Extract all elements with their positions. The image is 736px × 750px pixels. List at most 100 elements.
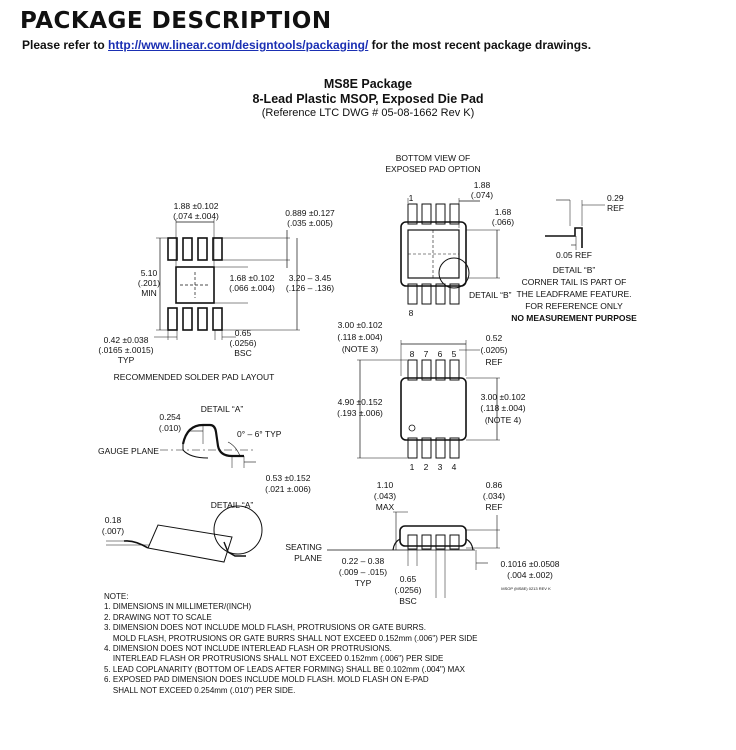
- pin-label: 8: [409, 308, 414, 318]
- dim-label: (.0165 ±.0015): [98, 345, 153, 355]
- package-name: MS8E Package: [323, 77, 413, 91]
- note-line: 1. DIMENSIONS IN MILLIMETER/(INCH): [104, 602, 252, 612]
- detail-b-drawing: [545, 199, 605, 250]
- top-view: [357, 340, 500, 459]
- dim-label: 0.22 – 0.38: [342, 556, 385, 566]
- dim-label: (.009 – .015): [339, 567, 387, 577]
- note-line: MOLD FLASH, PROTRUSIONS OR GATE BURRS SH…: [104, 633, 478, 643]
- dim-label: MAX: [376, 502, 395, 512]
- dim-label: 4.90 ±0.152: [338, 397, 383, 407]
- pin-label: 8: [410, 349, 415, 359]
- dim-label: REF: [607, 203, 624, 213]
- note-line: SHALL NOT EXCEED 0.254mm (.010") PER SID…: [104, 685, 296, 695]
- pin-label: 7: [424, 349, 429, 359]
- detail-a-title: DETAIL “A”: [201, 404, 244, 414]
- pin-label: 6: [438, 349, 443, 359]
- dim-label: (.118 ±.004): [480, 403, 525, 413]
- dim-label: (NOTE 4): [485, 415, 522, 425]
- seating-view: [327, 511, 500, 598]
- bottom-labels: BOTTOM VIEW OF EXPOSED PAD OPTION 1.88 (…: [385, 153, 514, 318]
- dim-label: 1.68: [495, 207, 512, 217]
- seating-labels: 1.10 (.043) MAX 0.86 (.034) REF SEATING …: [285, 480, 559, 606]
- dim-label: 1.68 ±0.102: [230, 273, 275, 283]
- bottom-view: [400, 198, 500, 305]
- dim-label: 1.88: [474, 180, 491, 190]
- dim-label: (.193 ±.006): [337, 408, 383, 418]
- solder-caption: RECOMMENDED SOLDER PAD LAYOUT: [114, 372, 275, 382]
- pin-label: 5: [452, 349, 457, 359]
- view-label: BOTTOM VIEW OF: [396, 153, 470, 163]
- detail-a-callout: DETAIL “A”: [211, 500, 254, 510]
- dim-label: 0.65: [400, 574, 417, 584]
- dim-label: 5.10: [141, 268, 158, 278]
- note-line: 2. DRAWING NOT TO SCALE: [104, 612, 212, 622]
- dim-label: 1.88 ±0.102: [174, 201, 219, 211]
- dim-label: (.021 ±.006): [265, 484, 311, 494]
- dim-label: MIN: [141, 288, 157, 298]
- detail-b-note: THE LEADFRAME FEATURE.: [516, 289, 631, 299]
- dim-label: 0.86: [486, 480, 503, 490]
- view-label: EXPOSED PAD OPTION: [385, 164, 480, 174]
- dim-label: 0.65: [235, 328, 252, 338]
- seating-plane-label: SEATING: [285, 542, 322, 552]
- dim-label: (.035 ±.005): [287, 218, 333, 228]
- detail-b-note: CORNER TAIL IS PART OF: [522, 277, 627, 287]
- package-subtitle: 8-Lead Plastic MSOP, Exposed Die Pad: [252, 92, 484, 106]
- dim-label: 0.1016 ±0.0508: [500, 559, 559, 569]
- pin-label: 1: [410, 462, 415, 472]
- detail-b-note: FOR REFERENCE ONLY: [525, 301, 623, 311]
- dim-label: (.010): [159, 423, 181, 433]
- dim-label: 0.42 ±0.038: [104, 335, 149, 345]
- note-line: 6. EXPOSED PAD DIMENSION DOES INCLUDE MO…: [104, 675, 429, 685]
- dim-label: BSC: [234, 348, 251, 358]
- dim-label: (.007): [102, 526, 124, 536]
- dim-label: 3.00 ±0.102: [338, 320, 383, 330]
- note-line: INTERLEAD FLASH OR PROTRUSIONS SHALL NOT…: [104, 654, 444, 664]
- dim-label: (.066): [492, 217, 514, 227]
- note-line: 5. LEAD COPLANARITY (BOTTOM OF LEADS AFT…: [104, 664, 465, 674]
- detail-b-note: NO MEASUREMENT PURPOSE: [511, 313, 637, 323]
- pin-label: 2: [424, 462, 429, 472]
- dim-label: 0.05 REF: [556, 250, 592, 260]
- solder-labels: 1.88 ±0.102 (.074 ±.004) 0.889 ±0.127 (.…: [98, 201, 335, 382]
- dim-label: (.034): [483, 491, 505, 501]
- detail-b-title: DETAIL “B”: [553, 265, 596, 275]
- dim-label: 0.29: [607, 193, 624, 203]
- dim-label: 0.254: [159, 412, 181, 422]
- dim-label: 3.20 – 3.45: [289, 273, 332, 283]
- solder-pad-layout: [154, 219, 300, 340]
- dim-label: TYP: [355, 578, 372, 588]
- gauge-plane-label: GAUGE PLANE: [98, 446, 159, 456]
- dim-label: 1.10: [377, 480, 394, 490]
- dim-label: TYP: [118, 355, 135, 365]
- detail-b-callout: DETAIL “B”: [469, 290, 512, 300]
- side-view: [106, 505, 263, 563]
- dim-label: (.126 – .136): [286, 283, 334, 293]
- top-labels: 3.00 ±0.102 (.118 ±.004) (NOTE 3) 0.52 (…: [337, 320, 526, 472]
- dim-label: REF: [486, 502, 503, 512]
- dim-label: 0° – 6° TYP: [237, 429, 282, 439]
- ref-suffix: for the most recent package drawings.: [368, 38, 592, 52]
- pin-label: 3: [438, 462, 443, 472]
- pin-label: 4: [452, 462, 457, 472]
- pin-label: 1: [409, 193, 414, 203]
- dim-label: 0.53 ±0.152: [266, 473, 311, 483]
- dim-label: (.0205): [481, 345, 508, 355]
- packaging-link[interactable]: http://www.linear.com/designtools/packag…: [108, 38, 369, 52]
- dim-label: (.066 ±.004): [229, 283, 275, 293]
- reference-line: Please refer to http://www.linear.com/de…: [22, 38, 591, 52]
- dim-label: 0.18: [105, 515, 122, 525]
- dim-label: (.074 ±.004): [173, 211, 219, 221]
- seating-plane-label: PLANE: [294, 553, 322, 563]
- dim-label: (NOTE 3): [342, 344, 379, 354]
- gauge-labels: DETAIL “A” 0.254 (.010) 0° – 6° TYP GAUG…: [98, 404, 311, 494]
- dim-label: BSC: [399, 596, 416, 606]
- dim-label: (.118 ±.004): [337, 332, 382, 342]
- note-line: NOTE:: [104, 592, 129, 601]
- ref-prefix: Please refer to: [22, 38, 109, 52]
- dim-label: (.074): [471, 190, 493, 200]
- side-labels: 0.18 (.007) DETAIL “A”: [102, 500, 254, 536]
- notes-block: NOTE: 1. DIMENSIONS IN MILLIMETER/(INCH)…: [104, 592, 477, 696]
- dim-label: 0.52: [486, 333, 503, 343]
